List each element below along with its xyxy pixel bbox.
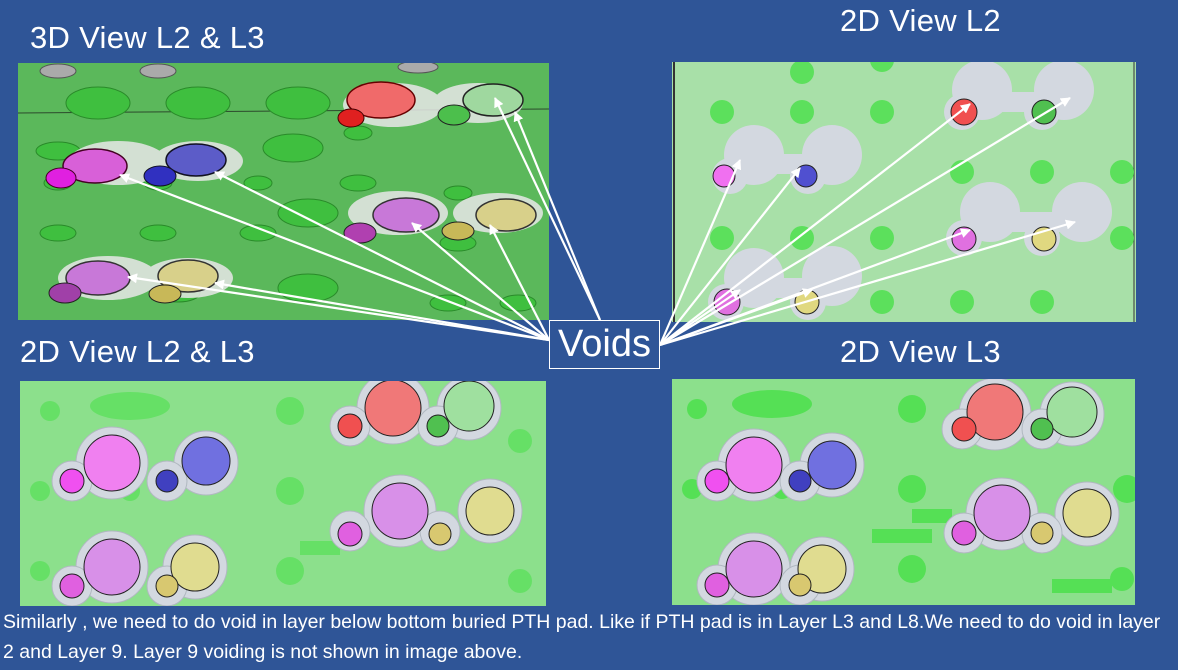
render-2d-view-l2-l3	[20, 381, 546, 606]
caption-text: Similarly , we need to do void in layer …	[3, 611, 1161, 663]
voids-callout: Voids	[549, 320, 660, 369]
title-2d-view-l3: 2D View L3	[840, 334, 1001, 369]
panel-2d-view-l2	[672, 62, 1136, 322]
render-2d-view-l3	[672, 379, 1135, 605]
panel-3d-view	[18, 63, 549, 320]
title-2d-view-l2-l3: 2D View L2 & L3	[20, 334, 255, 369]
title-3d-view: 3D View L2 & L3	[30, 20, 265, 55]
panel-2d-view-l2-l3	[20, 381, 546, 606]
title-2d-view-l2: 2D View L2	[840, 3, 1001, 38]
panel-2d-view-l3	[672, 379, 1135, 605]
render-3d-view	[18, 63, 549, 320]
render-2d-view-l2	[672, 62, 1136, 322]
